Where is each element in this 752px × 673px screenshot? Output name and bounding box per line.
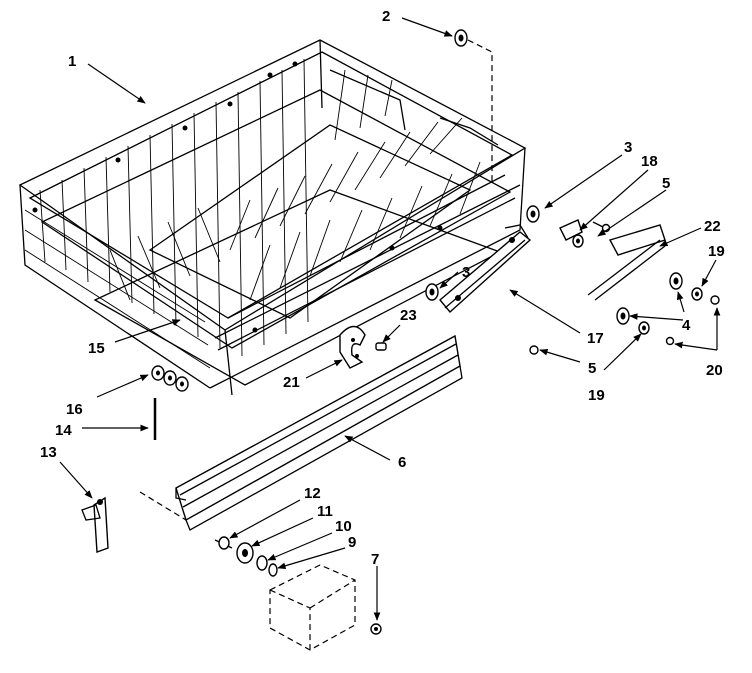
stop-clip-part-13 xyxy=(81,496,109,553)
callout-5-upper: 5 xyxy=(662,175,670,192)
callout-7: 7 xyxy=(371,551,379,568)
callout-19-upper: 19 xyxy=(708,243,725,260)
dashed-bracket xyxy=(139,491,356,651)
callout-3-upper: 3 xyxy=(624,139,632,156)
track-rail-part-6 xyxy=(175,334,463,531)
screw-part-5-lower xyxy=(529,345,539,355)
bracket-part-22 xyxy=(587,224,666,301)
bracket-part-18 xyxy=(559,219,584,248)
callout-12: 12 xyxy=(304,485,321,502)
callout-1: 1 xyxy=(68,53,76,70)
roller-part-2 xyxy=(454,29,493,185)
callout-11: 11 xyxy=(317,503,333,520)
roller-part-3-upper xyxy=(526,205,540,223)
roller-part-11 xyxy=(236,542,254,564)
callout-9: 9 xyxy=(348,534,356,551)
callout-3-lower: 3 xyxy=(462,264,470,281)
washer-part-10 xyxy=(256,555,268,571)
leader-lines xyxy=(59,17,721,621)
callout-15: 15 xyxy=(88,340,105,357)
callout-2: 2 xyxy=(382,8,390,25)
callout-5-lower: 5 xyxy=(588,360,596,377)
nut-part-7 xyxy=(370,623,382,635)
bracket-part-17 xyxy=(439,224,532,314)
screw-part-20 xyxy=(665,295,720,346)
callout-18: 18 xyxy=(641,153,658,170)
callout-23: 23 xyxy=(400,307,417,324)
callout-21: 21 xyxy=(283,374,300,391)
clip-part-9 xyxy=(268,563,278,577)
callout-17: 17 xyxy=(587,330,604,347)
callout-13: 13 xyxy=(40,444,57,461)
clip-part-21 xyxy=(339,325,366,369)
callout-4: 4 xyxy=(682,317,691,334)
callout-10: 10 xyxy=(335,518,352,535)
callout-16: 16 xyxy=(66,401,83,418)
washer-part-19 xyxy=(638,287,703,335)
callout-labels: 1 2 3 18 5 22 19 4 20 19 17 5 3 23 21 15… xyxy=(40,8,725,568)
axle-part-12 xyxy=(214,536,233,550)
clip-part-23 xyxy=(375,342,387,351)
dish-rack-basket xyxy=(18,39,527,396)
callout-14: 14 xyxy=(55,422,72,439)
callout-20: 20 xyxy=(706,362,723,379)
callout-19-lower: 19 xyxy=(588,387,605,404)
roller-part-3-lower xyxy=(425,283,439,301)
roller-part-4 xyxy=(616,272,683,325)
callout-22: 22 xyxy=(704,218,721,235)
callout-6: 6 xyxy=(398,454,406,471)
roller-cluster-part-16 xyxy=(151,365,189,392)
